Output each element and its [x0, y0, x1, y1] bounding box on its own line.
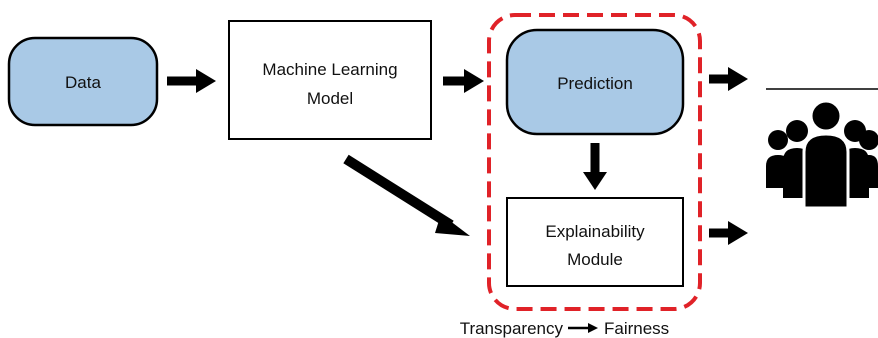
ml-model-box	[228, 20, 432, 140]
arrow-model-to-explainability	[343, 154, 470, 236]
arrow-prediction-to-explainability	[583, 143, 607, 190]
prediction-node-label: Prediction	[557, 74, 633, 93]
ml-model-node: Machine Learning Model	[228, 20, 432, 140]
caption-arrow	[568, 323, 598, 333]
caption: Transparency Fairness	[460, 319, 670, 338]
explainability-module-node: Explainability Module	[506, 197, 684, 287]
explainability-label-line1: Explainability	[545, 222, 645, 241]
arrow-explainability-output	[709, 221, 748, 245]
arrow-model-to-prediction	[443, 69, 484, 93]
arrow-data-to-model	[167, 69, 216, 93]
explainability-module-box	[506, 197, 684, 287]
data-node: Data	[7, 36, 159, 127]
explainability-label-line2: Module	[567, 250, 623, 269]
prediction-node: Prediction	[505, 28, 685, 136]
arrow-prediction-output	[709, 67, 748, 91]
caption-transparency: Transparency	[460, 319, 564, 338]
data-node-label: Data	[65, 73, 101, 92]
ml-model-label-line2: Model	[307, 89, 353, 108]
highlight-dashed-boundary	[487, 13, 702, 311]
data-node-box	[7, 36, 159, 127]
caption-fairness: Fairness	[604, 319, 669, 338]
ml-model-label-line1: Machine Learning	[262, 60, 397, 79]
group-of-people-icon	[766, 99, 878, 210]
prediction-node-box	[505, 28, 685, 136]
